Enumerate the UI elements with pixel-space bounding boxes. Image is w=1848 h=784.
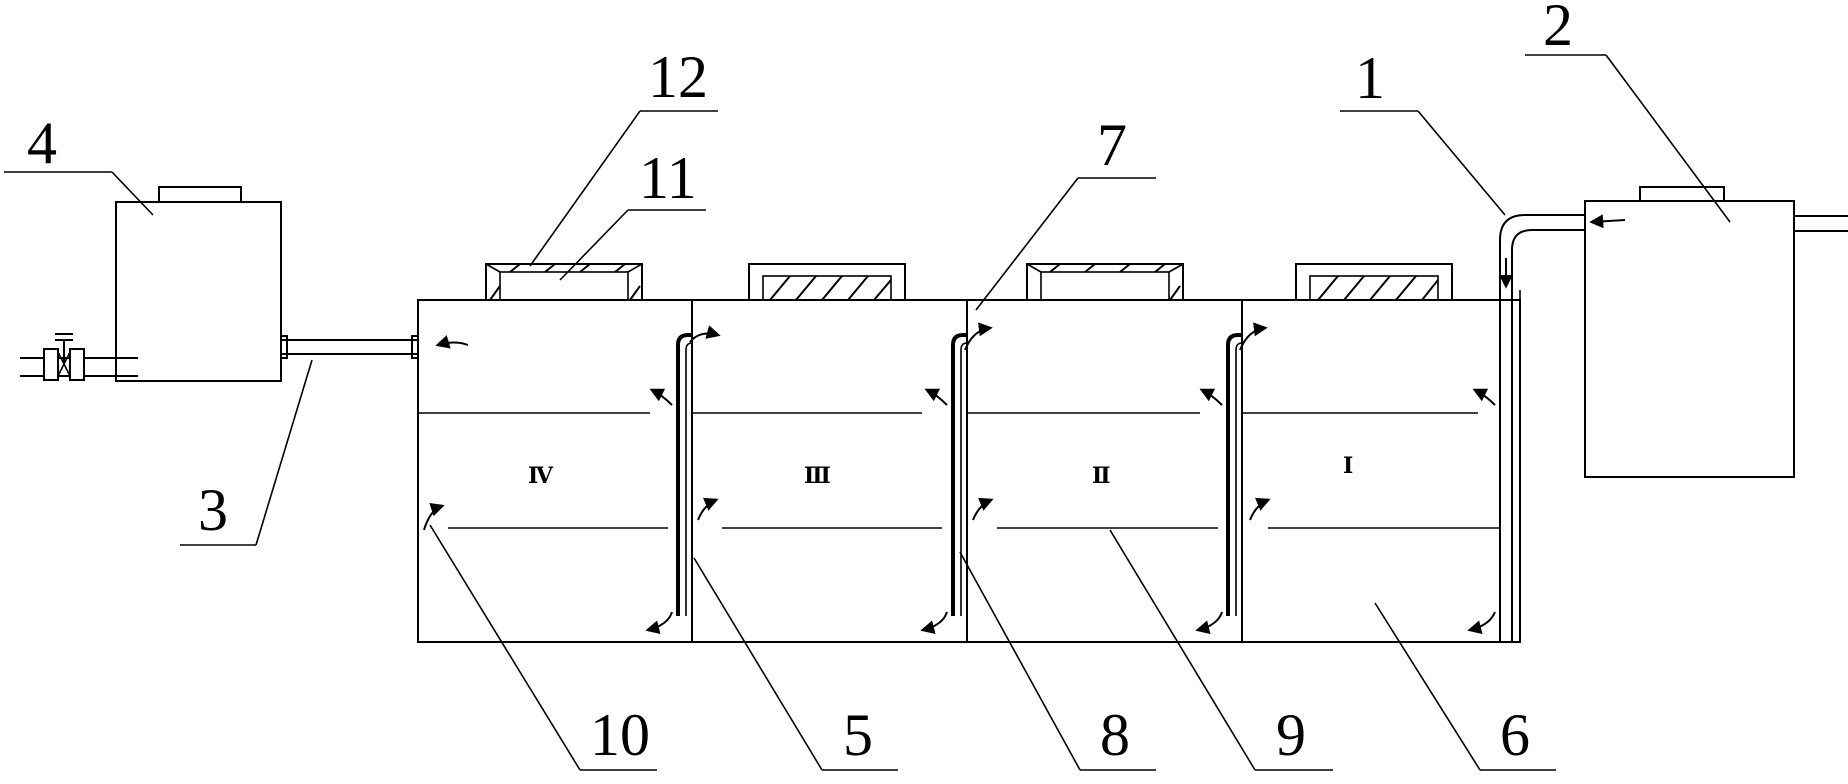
cover-chamber-4 xyxy=(485,263,643,301)
callout-8: 8 xyxy=(1100,702,1130,768)
callout-11: 11 xyxy=(639,145,697,211)
source-tank-right xyxy=(1584,186,1848,478)
riser-pipe-3 xyxy=(1226,333,1243,616)
treatment-basin xyxy=(417,299,1521,643)
chamber-label-4: Ⅳ xyxy=(528,463,554,488)
callout-9: 9 xyxy=(1276,702,1306,768)
inlet-pipe xyxy=(1499,214,1585,642)
callout-5: 5 xyxy=(843,702,873,768)
callout-7: 7 xyxy=(1097,112,1127,178)
callout-12: 12 xyxy=(648,44,708,110)
flow-arrows xyxy=(423,214,1626,635)
leader-lines xyxy=(4,54,1731,771)
storage-tank-left xyxy=(20,186,282,382)
chamber-label-2: Ⅱ xyxy=(1092,463,1111,488)
connecting-pipe xyxy=(280,335,419,359)
callout-6: 6 xyxy=(1500,702,1530,768)
valve-icon xyxy=(43,333,85,381)
chamber-label-1: Ⅰ xyxy=(1343,453,1353,478)
riser-pipe-2 xyxy=(951,333,968,616)
cover-chamber-3 xyxy=(748,263,906,301)
cover-chamber-1 xyxy=(1295,263,1453,301)
riser-pipe-1 xyxy=(676,333,693,616)
callout-2: 2 xyxy=(1543,0,1573,58)
callout-10: 10 xyxy=(590,702,650,768)
callout-3: 3 xyxy=(198,477,228,543)
callout-4: 4 xyxy=(27,110,57,176)
cover-chamber-2 xyxy=(1026,263,1184,301)
callout-1: 1 xyxy=(1355,45,1385,111)
chamber-label-3: Ⅲ xyxy=(804,463,831,488)
